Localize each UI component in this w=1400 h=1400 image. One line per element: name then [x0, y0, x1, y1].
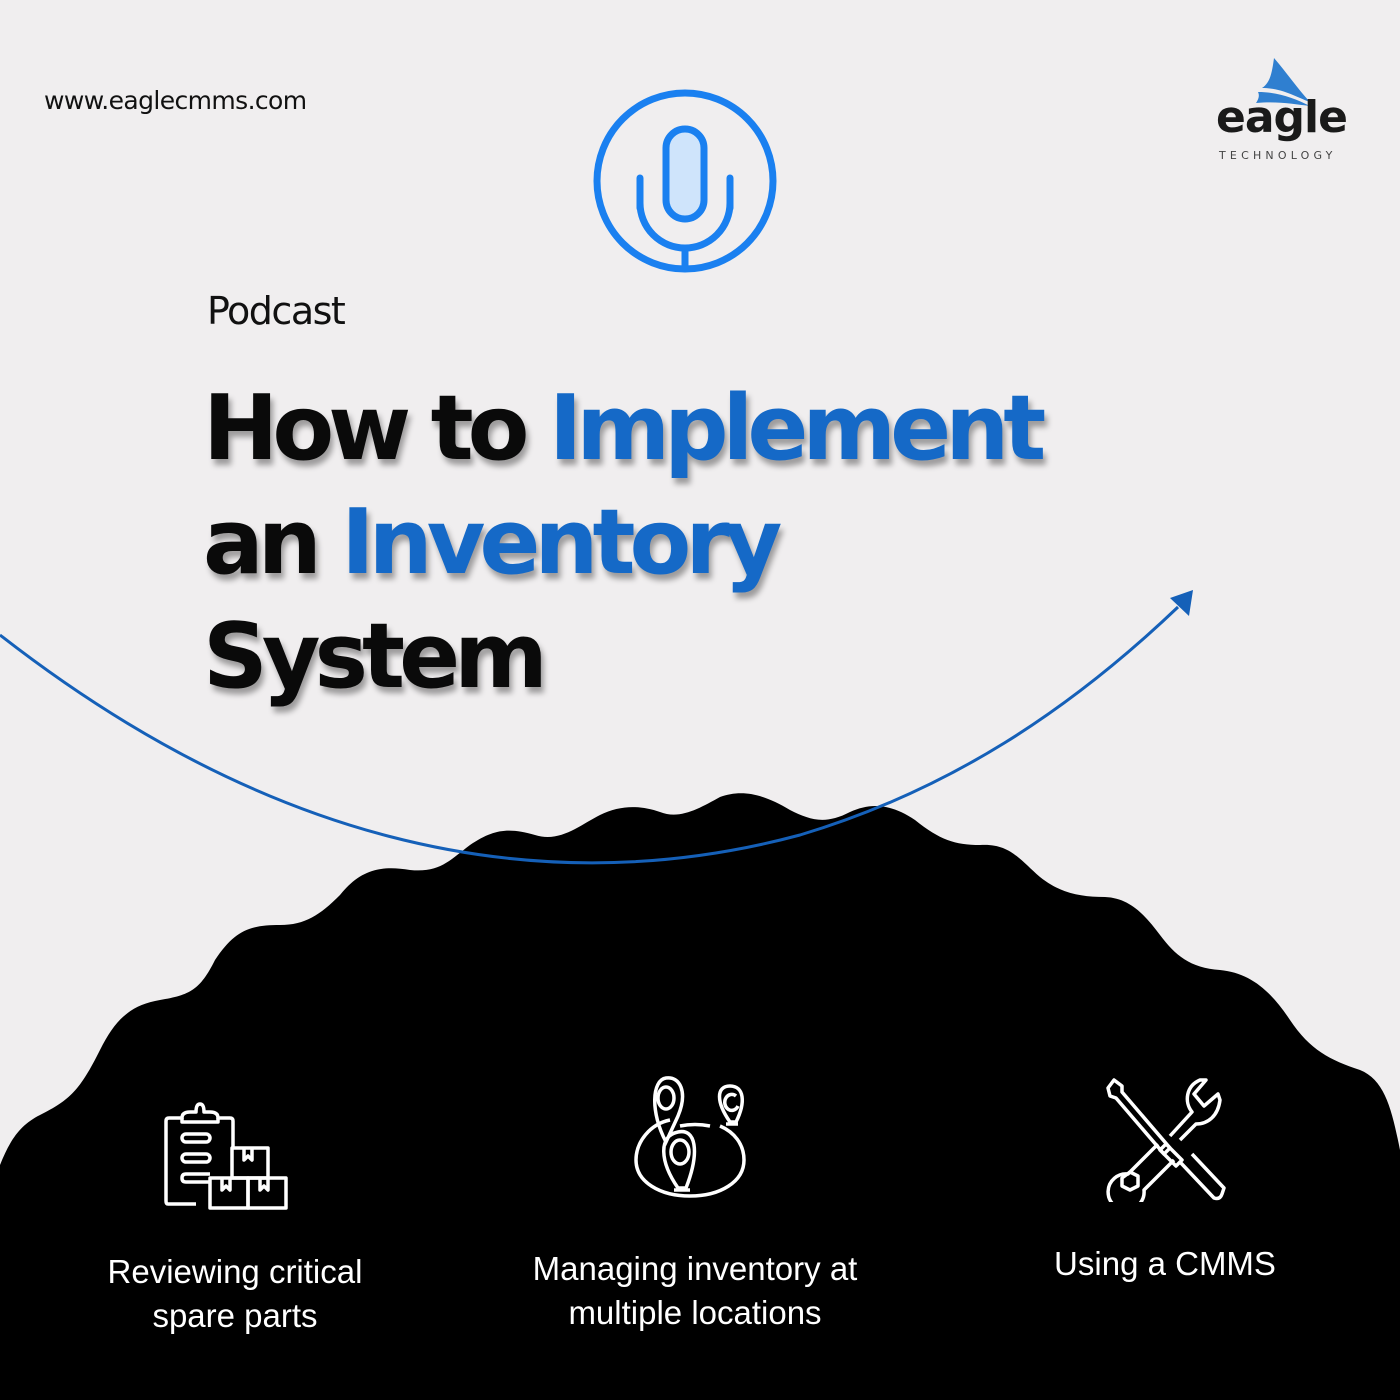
map-pins-icon	[634, 1076, 746, 1198]
feature-label: Reviewing critical	[107, 1253, 363, 1290]
eagle-wing-icon	[1256, 58, 1310, 106]
feature-multiple-locations: Managing inventory at multiple locations	[500, 1247, 890, 1335]
logo-subtitle: TECHNOLOGY	[1219, 149, 1337, 162]
title-highlight: Inventory	[341, 490, 782, 595]
page-title: How to Implement an Inventory System	[203, 372, 1046, 714]
feature-label: Managing inventory at	[532, 1250, 858, 1287]
feature-label: multiple locations	[568, 1294, 822, 1331]
title-line-2: an Inventory	[203, 486, 1040, 600]
feature-label: Using a CMMS	[1054, 1245, 1276, 1282]
kicker-label: Podcast	[207, 289, 346, 333]
title-text: System	[203, 604, 548, 709]
clipboard-boxes-icon	[164, 1102, 288, 1210]
microphone-icon	[593, 89, 777, 273]
logo-wordmark: eagle	[1216, 92, 1348, 143]
title-text: How to	[203, 376, 549, 481]
wrench-screwdriver-icon	[1106, 1078, 1226, 1202]
title-text: an	[203, 490, 342, 595]
feature-spare-parts: Reviewing critical spare parts	[60, 1250, 410, 1338]
feature-label: spare parts	[152, 1297, 318, 1334]
feature-using-cmms: Using a CMMS	[1000, 1242, 1330, 1286]
title-highlight: Implement	[548, 376, 1046, 481]
website-url[interactable]: www.eaglecmms.com	[44, 86, 307, 115]
title-line-1: How to Implement	[203, 372, 1046, 486]
title-line-3: System	[203, 600, 1040, 714]
